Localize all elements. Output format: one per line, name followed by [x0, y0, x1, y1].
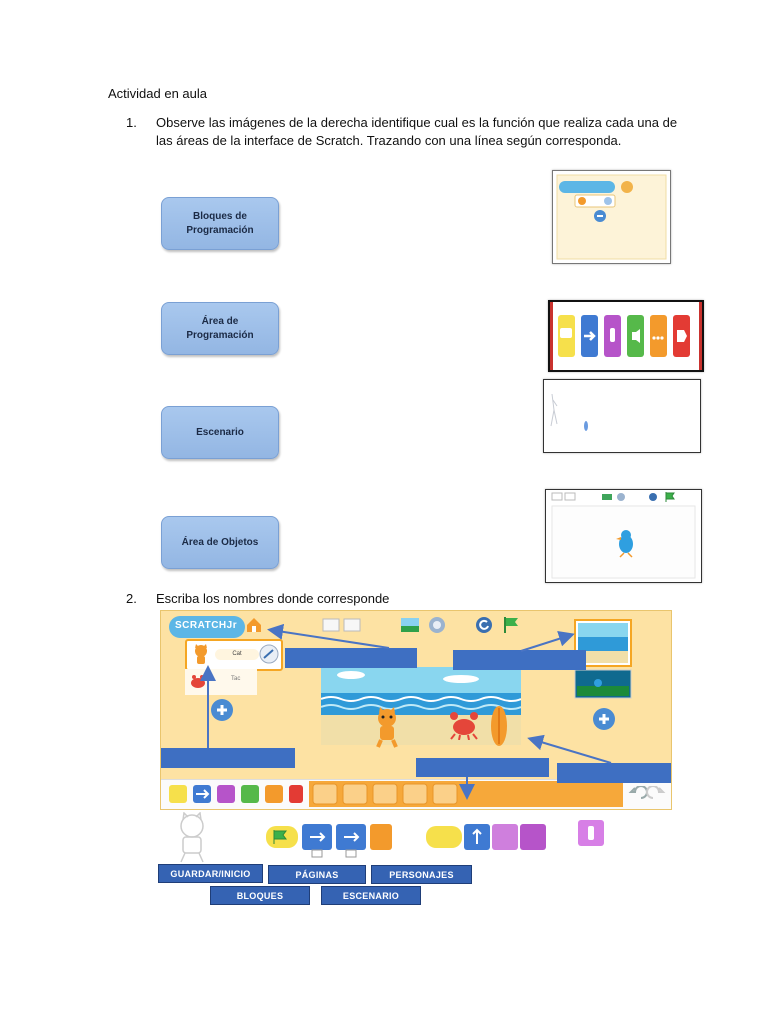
sprite-item-cat[interactable]: Cat [185, 639, 283, 671]
question-text: Escriba los nombres donde corresponde [156, 591, 390, 606]
pointer-arrows [200, 623, 612, 800]
word-tile-personajes[interactable]: PERSONAJES [371, 865, 472, 884]
thumb-programming-area [545, 489, 702, 583]
worksheet-title: Actividad en aula [108, 86, 208, 101]
script-tap-motion [426, 820, 604, 850]
thumb-stage-blank [543, 379, 701, 453]
answer-blank-left[interactable] [161, 748, 295, 768]
green-flag-icon[interactable] [501, 615, 521, 635]
stage-crab-sprite[interactable] [447, 710, 481, 740]
page-thumbnail-2[interactable] [574, 669, 632, 699]
cat-sprite-icon [195, 644, 207, 664]
label-escenario: Escenario [161, 406, 279, 459]
thumb-sprite-area [552, 170, 671, 264]
label-bloques-programacion: Bloques de Programación [161, 197, 279, 250]
question-text: Observe las imágenes de la derecha ident… [156, 115, 678, 148]
thumb-block-categories [548, 300, 704, 372]
fullscreen-icon[interactable] [322, 617, 364, 633]
stage-cat-sprite[interactable] [371, 707, 403, 749]
question-number: 2. [126, 591, 137, 606]
answer-blank-top-right[interactable] [453, 650, 586, 670]
plus-icon [217, 705, 227, 715]
add-page-button[interactable] [593, 708, 615, 730]
script-flag-move [266, 824, 392, 858]
label-area-programacion: Área de Programación [161, 302, 279, 355]
scratchjr-logo: SCRATCHJr [169, 616, 245, 638]
home-icon[interactable] [245, 616, 263, 634]
block-category-palette[interactable] [167, 783, 303, 805]
sample-block-scripts [180, 812, 604, 863]
undo-redo-icons[interactable] [627, 786, 667, 804]
sprite-name-cat: Cat [215, 649, 259, 660]
ghost-cat-sprite [180, 812, 204, 863]
sprite-name-tac: Tac [231, 676, 241, 682]
reset-icon[interactable] [475, 616, 493, 634]
background-icon[interactable] [400, 617, 420, 633]
answer-blank-center[interactable] [416, 758, 549, 777]
word-tile-bloques[interactable]: BLOQUES [210, 886, 310, 905]
word-tile-escenario[interactable]: ESCENARIO [321, 886, 421, 905]
stage[interactable] [321, 667, 521, 745]
question-number: 1. [126, 115, 137, 130]
sprite-item-tac[interactable]: Tac [185, 669, 257, 695]
answer-blank-top-left[interactable] [285, 648, 417, 668]
stage-surfboard-sprite[interactable] [489, 705, 509, 747]
plus-icon [599, 714, 609, 724]
answer-blank-right[interactable] [557, 763, 671, 783]
camera-icon[interactable] [428, 616, 446, 634]
word-tile-paginas[interactable]: PÁGINAS [268, 865, 366, 884]
label-area-objetos: Área de Objetos [161, 516, 279, 569]
word-tile-guardar-inicio[interactable]: GUARDAR/INICIO [158, 864, 263, 883]
paintbrush-icon[interactable] [259, 644, 279, 664]
scratchjr-screenshot: SCRATCHJr Cat [160, 610, 672, 810]
add-sprite-button[interactable] [211, 699, 233, 721]
